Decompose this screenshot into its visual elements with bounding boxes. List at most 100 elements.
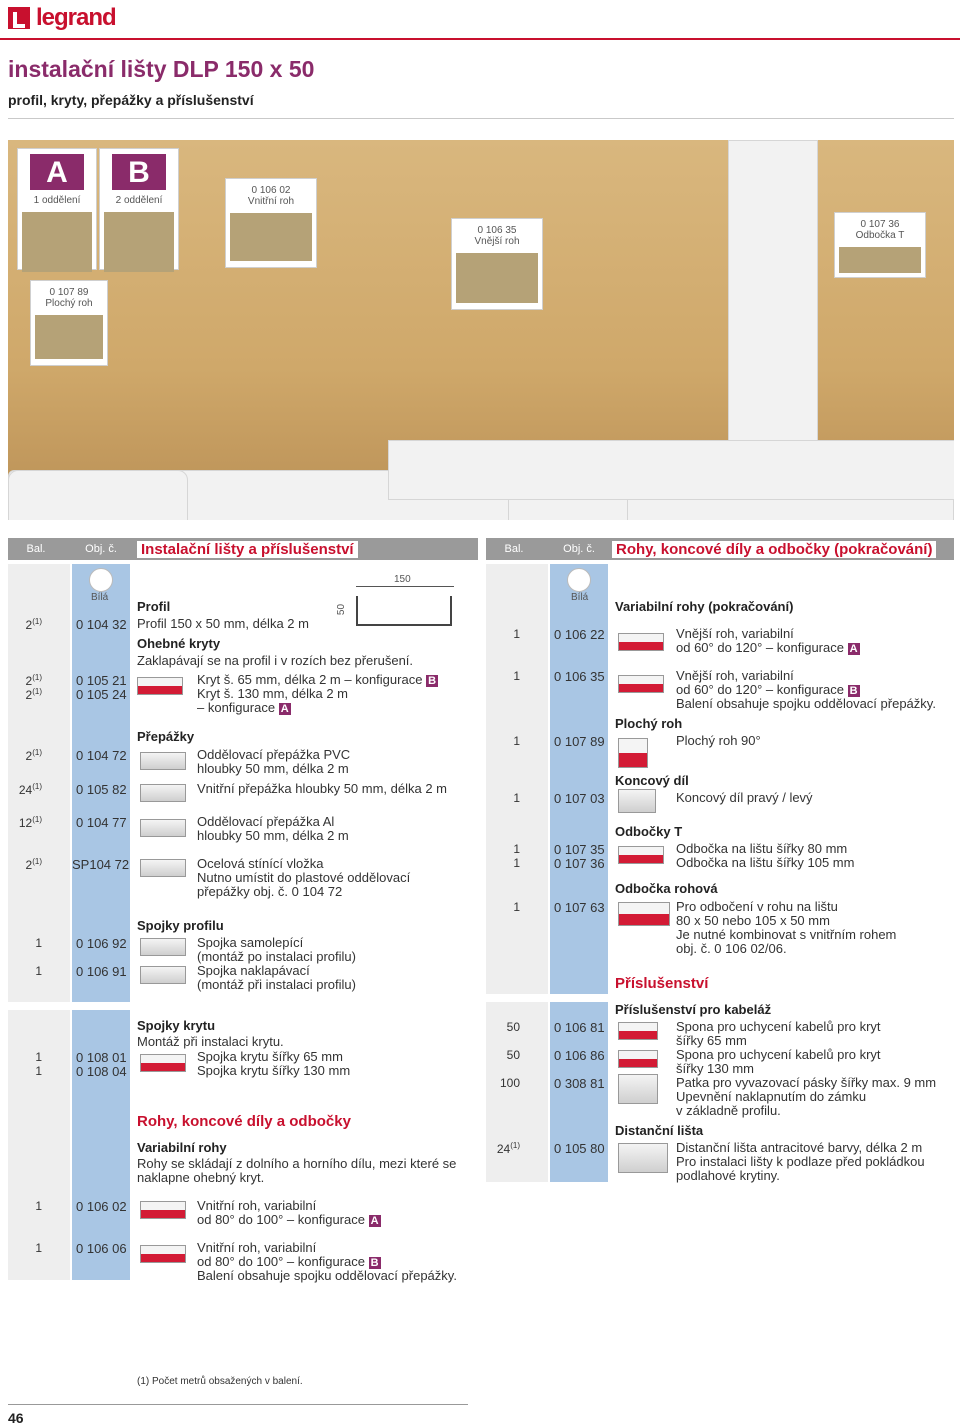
row-bal: 2 (25, 749, 33, 763)
row-obj: 0 108 04 (76, 1064, 127, 1079)
row-bal: 1 (513, 842, 520, 856)
tile-t-branch-name: Odbočka T (855, 230, 905, 241)
row-bal: 2 (25, 618, 33, 632)
tile-badge-b: B 2 oddělení (99, 148, 179, 272)
row-text: Vnější roh, variabilní (676, 668, 794, 683)
tile-outer-corner: 0 106 35 Vnější roh (451, 218, 543, 310)
kryty-desc: Zaklapávají se na profil i v rozích bez … (137, 653, 414, 668)
row-text: Odbočka na lištu šířky 80 mm (676, 841, 848, 856)
badge-b: B (110, 152, 168, 192)
double-compartment-icon (104, 212, 174, 272)
footer-rule (8, 1404, 468, 1405)
left-obj-column-2 (72, 1010, 130, 1280)
row-text: Profil 150 x 50 mm, délka 2 m (137, 616, 309, 631)
dim-width-line (356, 586, 454, 587)
row-bal: 2 (25, 858, 33, 872)
tile-t-branch: 0 107 36 Odbočka T (834, 212, 926, 278)
left-bal-column-2 (8, 1010, 70, 1280)
row-text-2: hloubky 50 mm, délka 2 m (197, 761, 349, 776)
row-text-2: od 60° do 120° – konfigurace (676, 682, 844, 697)
tile-t-branch-ref: 0 107 36 (860, 219, 900, 230)
row-bal: 100 (499, 1076, 520, 1090)
corner-branch-icon (618, 902, 670, 926)
row-text-3: Balení obsahuje spojku oddělovací přepáž… (197, 1268, 457, 1283)
row-bal: 2 (25, 674, 33, 688)
row-text: Spojka krytu šířky 65 mm (197, 1049, 343, 1064)
inner-corner-icon (140, 1201, 186, 1219)
profile-diagram: 150 50 (336, 572, 458, 632)
spojky-krytu-desc: Montáž při instalaci krytu. (137, 1034, 284, 1049)
row-text: Distanční lišta antracitové barvy, délka… (676, 1140, 923, 1155)
footnote-mark: (1) (32, 673, 42, 682)
right-var-heading: Variabilní rohy (pokračování) (615, 599, 794, 614)
page-title: instalační lišty DLP 150 x 50 (8, 56, 315, 82)
row-obj: 0 107 03 (554, 791, 605, 806)
row-text: Spona pro uchycení kabelů pro kryt (676, 1019, 881, 1034)
row-obj: 0 107 36 (554, 856, 605, 871)
row-text: Spojka krytu šířky 130 mm (197, 1063, 351, 1078)
badge-b-label: 2 oddělení (115, 195, 163, 206)
config-a-tag: A (278, 703, 291, 715)
row-text-2: šířky 65 mm (676, 1033, 747, 1048)
inner-corner-b-icon (140, 1245, 186, 1263)
row-obj: 0 105 21 (76, 673, 127, 688)
tile-flat-corner: 0 107 89 Plochý roh (30, 280, 108, 366)
config-a-tag: A (847, 643, 860, 655)
adhesive-joint-icon (140, 938, 186, 956)
row-text: Vnitřní roh, variabilní (197, 1198, 317, 1213)
spojky-krytu-heading: Spojky krytu (137, 1018, 216, 1033)
left-color-swatch (89, 568, 113, 592)
page-number: 46 (8, 1410, 24, 1425)
right-obj-column (550, 564, 608, 994)
var-heading: Variabilní rohy (137, 1140, 227, 1155)
row-bal: 1 (35, 964, 42, 978)
distancni-heading: Distanční lišta (615, 1123, 704, 1138)
row-obj: 0 308 81 (554, 1076, 605, 1091)
row-text-3: přepážky obj. č. 0 104 72 (197, 884, 343, 899)
row-bal: 24 (18, 783, 33, 797)
row-obj: 0 107 63 (554, 900, 605, 915)
prepazky-heading: Přepážky (137, 729, 195, 744)
end-cap-icon (618, 789, 656, 813)
brand-logo: legrand (8, 4, 117, 31)
left-col-bal: Bal. (26, 543, 46, 555)
rohova-heading: Odbočka rohová (615, 881, 718, 896)
row-bal: 1 (513, 734, 520, 748)
row-bal: 1 (513, 900, 520, 914)
row-text: Vnější roh, variabilní (676, 626, 794, 641)
row-text: Spojka samolepící (197, 935, 304, 950)
cover-icon (137, 677, 183, 695)
footnote-mark: (1) (32, 782, 42, 791)
var-desc-2: naklapne ohebný kryt. (137, 1170, 265, 1185)
cable-clip-icon (618, 1022, 658, 1040)
row-text: Pro odbočení v rohu na lištu (676, 899, 838, 914)
row-obj: 0 106 06 (76, 1241, 127, 1256)
row-obj: 0 105 82 (76, 782, 127, 797)
row-obj: 0 106 91 (76, 964, 127, 979)
row-bal: 1 (513, 627, 520, 641)
koncovy-heading: Koncový díl (615, 773, 689, 788)
tile-inner-corner: 0 106 02 Vnitřní roh (225, 178, 317, 268)
row-text: Spona pro uchycení kabelů pro kryt (676, 1047, 881, 1062)
legrand-logo-icon (8, 7, 30, 29)
kryty-heading: Ohebné kryty (137, 636, 221, 651)
row-text-2: od 80° do 100° – konfigurace (197, 1254, 365, 1269)
outer-corner-b-icon (618, 675, 664, 693)
row-text: Vnitřní přepážka hloubky 50 mm, délka 2 … (197, 781, 448, 796)
row-bal: 12 (18, 816, 33, 830)
footnote: (1) Počet metrů obsažených v balení. (137, 1376, 303, 1387)
row-text: Koncový díl pravý / levý (676, 790, 813, 805)
inner-corner-icon (230, 213, 312, 261)
row-text: Oddělovací přepážka Al (197, 814, 335, 829)
row-text-2: – konfigurace (197, 700, 276, 715)
row-text: Plochý roh 90° (676, 733, 761, 748)
header-rule (0, 38, 960, 40)
t-branch-icon (618, 846, 664, 864)
row-obj: 0 106 02 (76, 1199, 127, 1214)
tile-outer-corner-ref: 0 106 35 (477, 225, 517, 236)
cover-joint-icon (140, 1054, 186, 1072)
config-a-tag: A (368, 1215, 381, 1227)
row-text: Vnitřní roh, variabilní (197, 1240, 317, 1255)
product-photo: A 1 oddělení B 2 oddělení 0 106 02 Vnitř… (8, 140, 954, 520)
row-text: Ocelová stínící vložka (197, 856, 324, 871)
